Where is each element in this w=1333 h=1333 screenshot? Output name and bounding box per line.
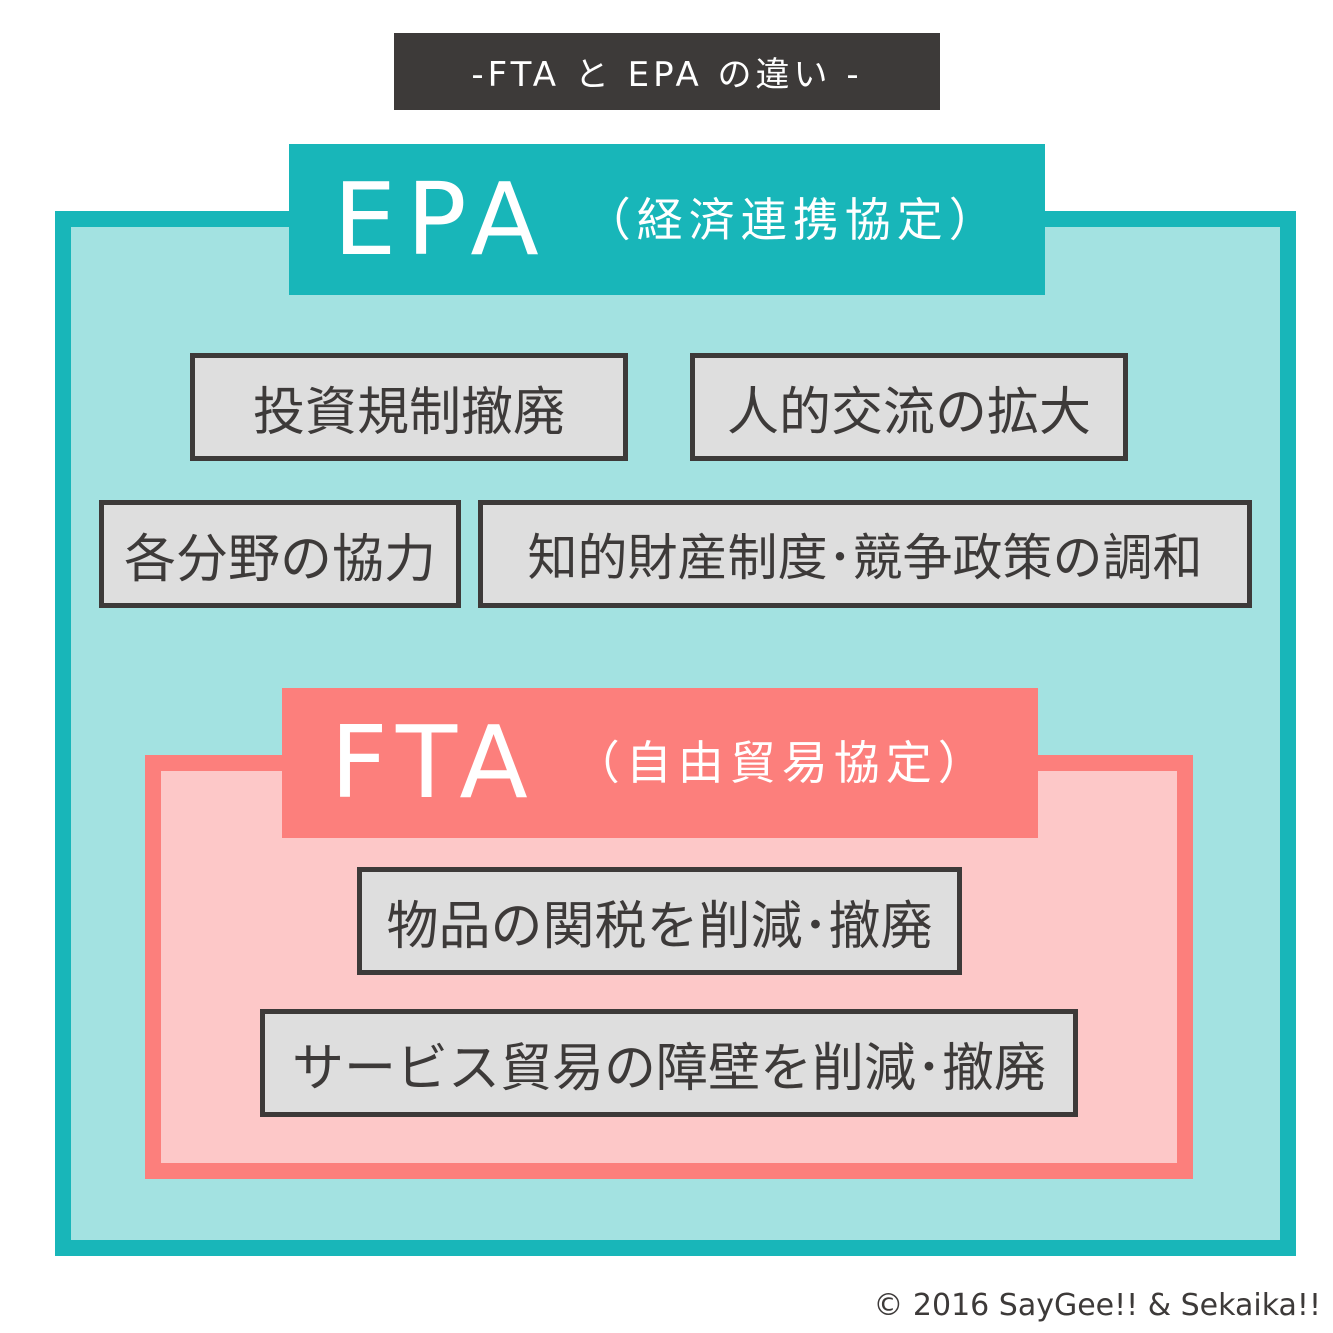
epa-full-name: （経済連携協定） [584, 192, 1001, 247]
fta-full-name: （自由貿易協定） [573, 736, 990, 790]
title-banner: -FTA と EPA の違い - [394, 33, 940, 110]
title-text: -FTA と EPA の違い - [471, 55, 863, 95]
epa-header: EPA （経済連携協定） [289, 144, 1045, 295]
fta-item-tariffs: 物品の関税を削減･撤廃 [357, 867, 962, 975]
fta-header: FTA （自由貿易協定） [282, 688, 1038, 838]
epa-item-personnel-exchange: 人的交流の拡大 [690, 353, 1128, 461]
epa-item-investment: 投資規制撤廃 [190, 353, 628, 461]
epa-abbreviation: EPA [333, 160, 549, 278]
epa-item-ip-competition: 知的財産制度･競争政策の調和 [478, 500, 1252, 608]
copyright-notice: © 2016 SayGee!! & Sekaika!! [873, 1288, 1321, 1323]
fta-item-service-barriers: サービス貿易の障壁を削減･撤廃 [260, 1009, 1078, 1117]
fta-abbreviation: FTA [330, 704, 538, 821]
epa-item-cooperation: 各分野の協力 [99, 500, 461, 608]
